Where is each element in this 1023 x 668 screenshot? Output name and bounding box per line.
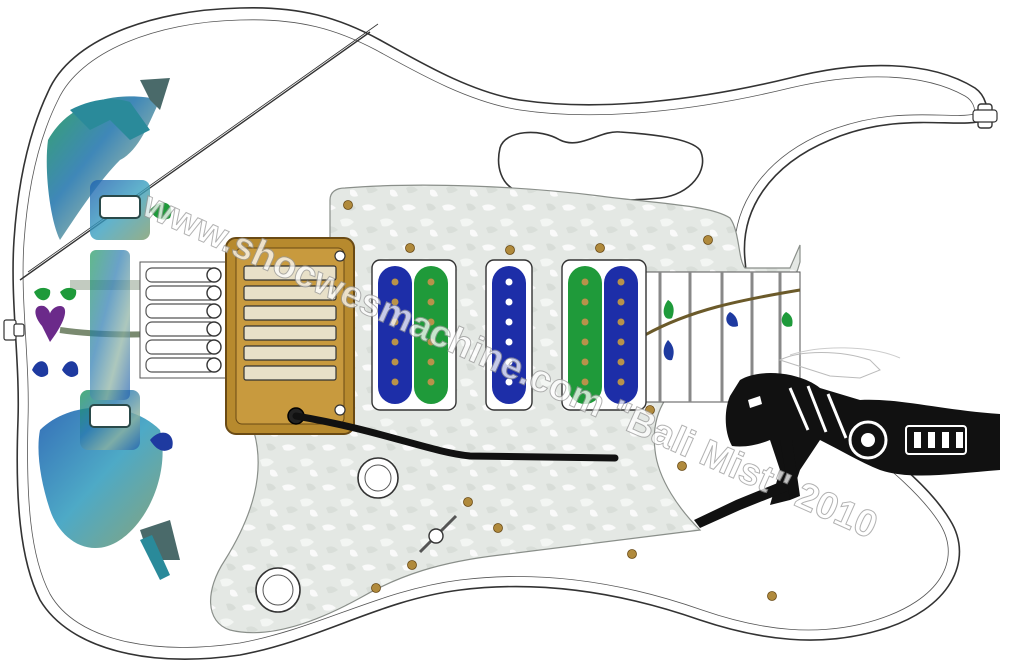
leaf-icon (32, 361, 49, 377)
leaf-icon (60, 287, 77, 301)
selector-switch-icon[interactable] (418, 514, 458, 554)
leaf-icon (663, 340, 674, 361)
strap-button-left (3, 319, 25, 341)
knob-icon[interactable] (357, 457, 399, 499)
leaf-icon (34, 287, 51, 301)
neck-end (639, 271, 801, 403)
bridge-pickup (561, 259, 647, 411)
body-contour-line-2 (27, 23, 379, 273)
tremolo-cavity (139, 261, 241, 379)
leaf-icon (150, 202, 172, 220)
leaf-icon (781, 312, 793, 327)
tremolo-arm[interactable] (292, 412, 619, 462)
body-contour-line (19, 31, 371, 281)
tremolo-bridge (225, 237, 355, 435)
leaf-icon (62, 361, 79, 377)
jack-icon[interactable] (255, 567, 301, 613)
horse-inlay-icon (38, 78, 211, 580)
neck-pickup (371, 259, 457, 411)
pickguard-screws (343, 200, 777, 601)
heart-icon (35, 305, 66, 342)
vine-inlay (644, 288, 801, 337)
leaf-icon (726, 312, 738, 327)
mechanical-horse-icon (694, 347, 1000, 528)
leaf-icon (150, 432, 173, 451)
middle-pickup (485, 259, 533, 411)
strap-button-top (972, 103, 998, 129)
leaf-icon (663, 300, 674, 319)
